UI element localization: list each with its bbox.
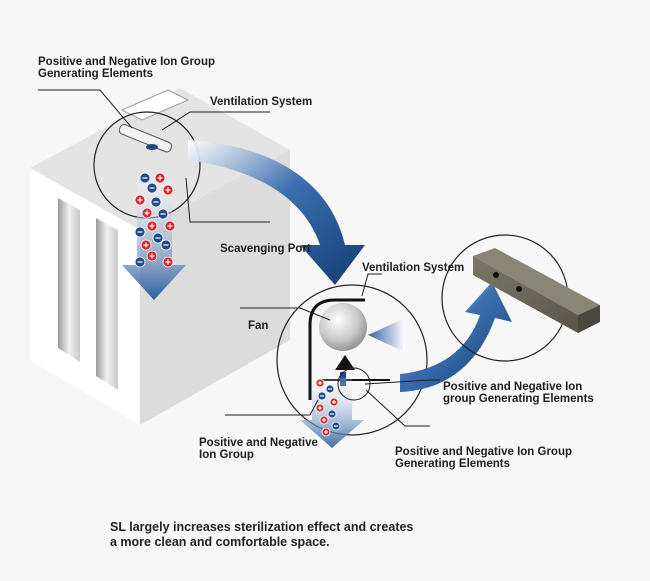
- label-ventilation-top: Ventilation System: [210, 96, 313, 108]
- detail-circle-middle: [276, 284, 428, 436]
- ion-particles-top: [134, 172, 176, 268]
- label-ventilation-mid: Ventilation System: [362, 262, 465, 274]
- cabinet: [30, 88, 290, 425]
- label-line: Ion Group: [199, 449, 254, 461]
- ion-element-plate: [473, 248, 600, 333]
- label-line: Positive and Negative Ion Group: [395, 446, 573, 458]
- label-ion-group: Positive and Negative Ion Group: [199, 437, 318, 461]
- caption-line: a more clean and comfortable space.: [110, 535, 330, 549]
- top-ion-generator: [118, 123, 173, 153]
- caption-line: SL largely increases sterilization effec…: [110, 520, 414, 534]
- label-ion-elements-top: Positive and Negative Ion Group Generati…: [38, 56, 215, 80]
- caption: SL largely increases sterilization effec…: [110, 520, 413, 550]
- label-line: Positive and Negative: [199, 437, 318, 449]
- label-line: Generating Elements: [395, 458, 511, 470]
- fan-unit: [300, 298, 405, 448]
- label-fan: Fan: [248, 320, 269, 332]
- label-ion-elements-right: Positive and Negative Ion group Generati…: [443, 381, 594, 405]
- label-ion-elements-bottom: Positive and Negative Ion Group Generati…: [395, 446, 572, 470]
- curved-arrow-top: [188, 140, 365, 285]
- label-line: group Generating Elements: [443, 393, 594, 405]
- label-line: Positive and Negative Ion Group: [38, 56, 216, 68]
- leader-lines: [38, 89, 440, 427]
- label-line: Positive and Negative Ion: [443, 381, 583, 393]
- label-line: Generating Elements: [38, 68, 154, 80]
- curved-arrow-right: [400, 282, 512, 392]
- ion-particles-middle: [315, 378, 341, 437]
- label-scavenging-port: Scavenging Port: [220, 243, 311, 255]
